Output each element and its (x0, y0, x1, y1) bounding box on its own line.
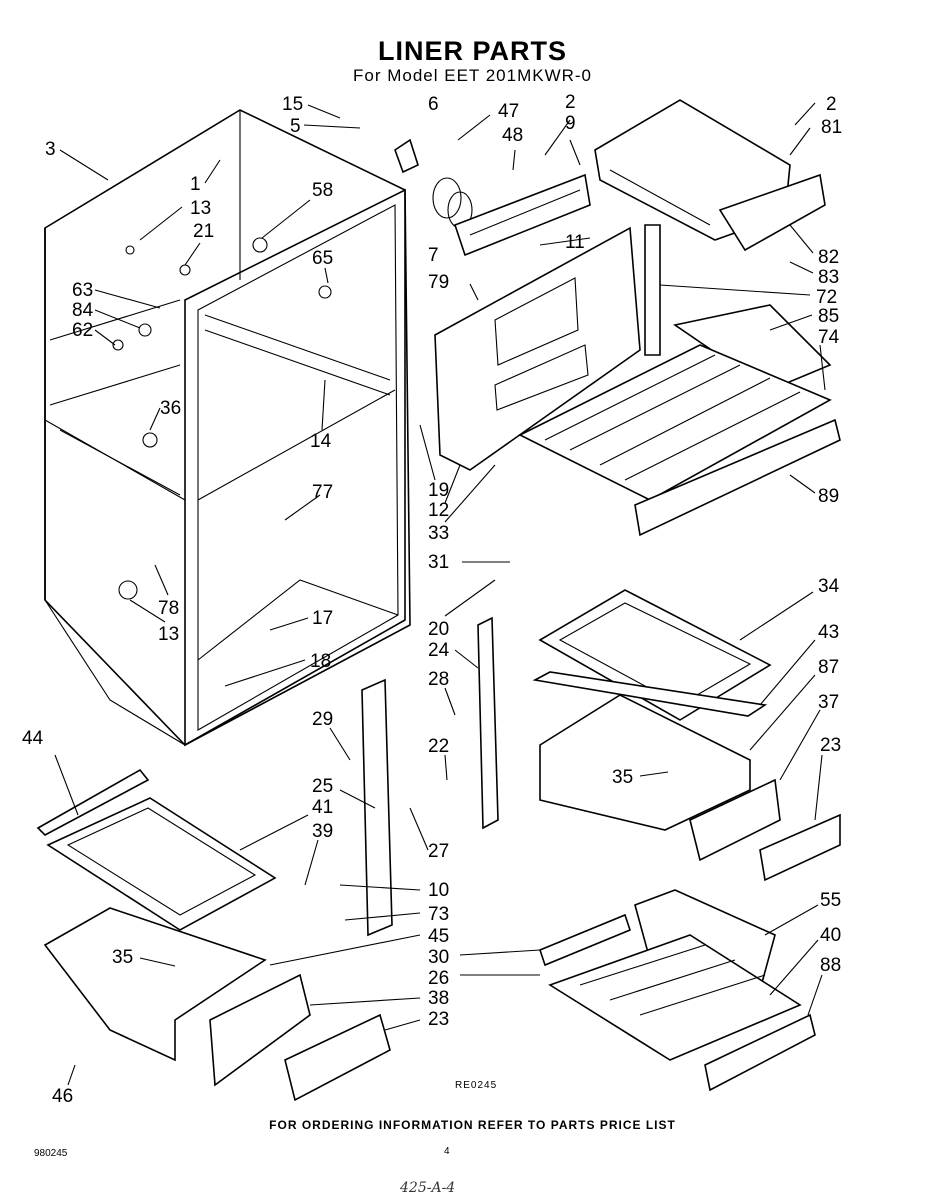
callout-label: 9 (565, 113, 576, 134)
callout-label: 7 (428, 245, 439, 266)
callout-label: 45 (428, 926, 449, 947)
callout-label: 74 (818, 327, 840, 348)
callout-label: 13 (190, 198, 211, 219)
callout-label: 48 (502, 125, 523, 146)
callout-label: 44 (22, 728, 44, 749)
callout-label: 34 (818, 576, 840, 597)
callout-label: 35 (612, 767, 633, 788)
callout-label: 2 (826, 94, 837, 115)
meat-pan-drawing (539, 889, 816, 1092)
shelf-ladders-drawing (361, 616, 499, 937)
callout-label: 77 (312, 482, 333, 503)
callout-label: 21 (193, 221, 214, 242)
callout-label: 65 (312, 248, 333, 269)
callout-label: 18 (310, 651, 331, 672)
callout-labels: 15 6 47 2 2 5 48 9 81 3 1 58 13 21 7 11 … (22, 92, 842, 1107)
callout-label: 15 (282, 94, 303, 115)
callout-label: 1 (190, 174, 201, 195)
air-duct-drawing (594, 99, 826, 252)
callout-label: 36 (160, 398, 181, 419)
document-number: 980245 (34, 1148, 68, 1159)
callout-label: 78 (158, 598, 179, 619)
callout-label: 89 (818, 486, 839, 507)
callout-label: 17 (312, 608, 333, 629)
callout-label: 82 (818, 247, 839, 268)
callout-label: 22 (428, 736, 449, 757)
callout-label: 12 (428, 500, 449, 521)
callout-label: 55 (820, 890, 841, 911)
callout-label: 72 (816, 287, 837, 308)
callout-label: 37 (818, 692, 839, 713)
callout-label: 40 (820, 925, 841, 946)
callout-label: 6 (428, 94, 439, 115)
model-subtitle: For Model EET 201MKWR-0 (352, 66, 593, 85)
callout-label: 3 (45, 139, 56, 160)
callout-label: 14 (310, 431, 332, 452)
callout-label: 47 (498, 101, 519, 122)
callout-label: 73 (428, 904, 449, 925)
callout-label: 10 (428, 880, 449, 901)
callout-label: 85 (818, 306, 839, 327)
callout-label: 81 (821, 117, 842, 138)
callout-label: 39 (312, 821, 333, 842)
ordering-note: FOR ORDERING INFORMATION REFER TO PARTS … (269, 1118, 676, 1132)
divider-panel-drawing (434, 224, 661, 471)
callout-label: 11 (565, 232, 585, 253)
callout-label: 43 (818, 622, 839, 643)
callout-label: 33 (428, 523, 449, 544)
callout-label: 23 (428, 1009, 449, 1030)
callout-label: 38 (428, 988, 449, 1009)
callout-label: 5 (290, 116, 301, 137)
callout-label: 13 (158, 624, 179, 645)
callout-label: 63 (72, 280, 93, 301)
crisper-shelf-drawing (532, 589, 841, 882)
callout-label: 41 (312, 797, 333, 818)
callout-label: 26 (428, 968, 449, 989)
callout-label: 87 (818, 657, 839, 678)
page-title: LINER PARTS (377, 36, 567, 66)
callout-label: 25 (312, 776, 333, 797)
callout-label: 24 (428, 640, 450, 661)
callout-label: 20 (428, 619, 449, 640)
page-number: 4 (444, 1146, 450, 1157)
lower-left-crisper-drawing (36, 768, 391, 1102)
callout-label: 79 (428, 272, 449, 293)
callout-label: 83 (818, 267, 839, 288)
callout-label: 29 (312, 709, 333, 730)
handwritten-note: 425-A-4 (400, 1180, 456, 1196)
fan-and-shroud-drawing (394, 138, 591, 257)
callout-label: 27 (428, 841, 449, 862)
callout-label: 28 (428, 669, 449, 690)
callout-label: 31 (428, 552, 449, 573)
freezer-shelf-drawing (518, 304, 841, 537)
callout-label: 58 (312, 180, 333, 201)
callout-label: 23 (820, 735, 841, 756)
diagram-ref-code: RE0245 (455, 1080, 498, 1091)
callout-label: 35 (112, 947, 133, 968)
callout-label: 88 (820, 955, 841, 976)
callout-label: 2 (565, 92, 576, 113)
callout-label: 62 (72, 320, 93, 341)
leader-lines (54, 102, 826, 1086)
callout-label: 19 (428, 480, 449, 501)
callout-label: 30 (428, 947, 449, 968)
liner-cabinet-drawing (44, 109, 411, 747)
callout-label: 84 (72, 300, 94, 321)
callout-label: 46 (52, 1086, 73, 1107)
